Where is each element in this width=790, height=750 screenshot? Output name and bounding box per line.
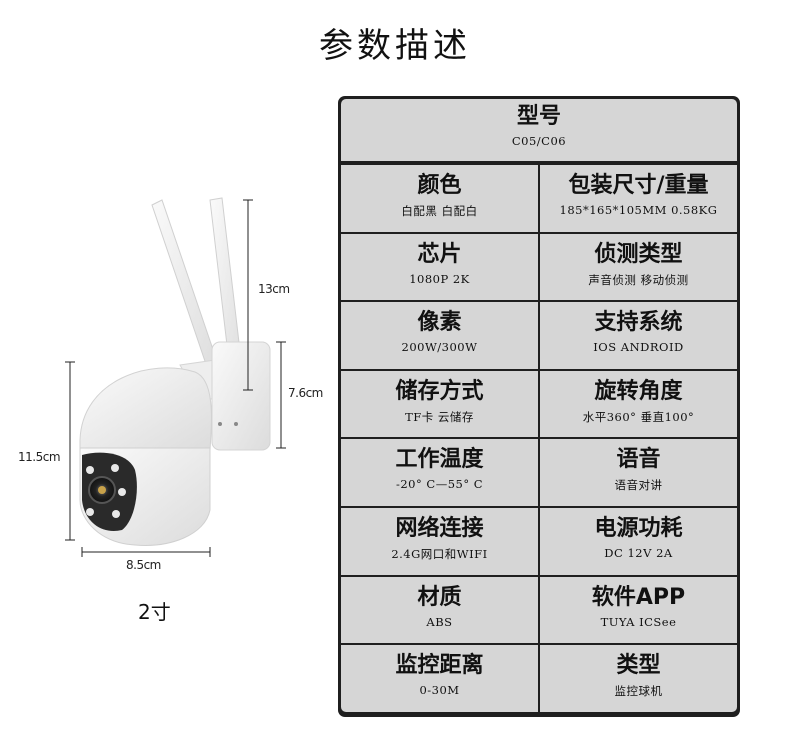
dim-body-height bbox=[65, 361, 75, 541]
spec-cell: 材质 ABS bbox=[341, 576, 538, 644]
spec-label: 旋转角度 bbox=[594, 378, 683, 404]
spec-value: 语音对讲 bbox=[614, 478, 663, 493]
dim-label-body-width: 8.5cm bbox=[126, 558, 161, 572]
spec-value: TUYA ICSee bbox=[600, 614, 677, 629]
spec-value: C05/C06 bbox=[511, 134, 567, 148]
spec-value: IOS ANDROID bbox=[593, 340, 684, 355]
spec-cell: 软件APP TUYA ICSee bbox=[540, 576, 737, 644]
spec-cell-model: 型号 C05/C06 bbox=[341, 99, 737, 161]
dome-top bbox=[79, 367, 212, 451]
spec-value: ABS bbox=[426, 614, 453, 629]
spec-value: 水平360° 垂直100° bbox=[582, 409, 695, 424]
spec-label: 材质 bbox=[417, 584, 462, 610]
dim-body-width bbox=[81, 547, 211, 557]
spec-cell: 颜色白配黑 白配白 bbox=[341, 165, 538, 232]
spec-value: -20° C—55° C bbox=[395, 477, 484, 492]
spec-cell: 类型监控球机 bbox=[540, 645, 737, 712]
spec-value: 1080P 2K bbox=[409, 271, 470, 286]
spec-label: 软件APP bbox=[591, 584, 686, 610]
spec-value: 2.4G网口和WIFI bbox=[391, 547, 488, 561]
dim-label-mount: 7.6cm bbox=[288, 386, 323, 400]
spec-cell: 像素 200W/300W bbox=[341, 302, 538, 369]
page-title: 参数描述 bbox=[319, 26, 471, 66]
spec-cell: 侦测类型声音侦测 移动侦测 bbox=[540, 233, 737, 301]
spec-label: 侦测类型 bbox=[594, 241, 683, 267]
spec-value: 白配黑 白配白 bbox=[401, 204, 478, 218]
spec-label: 监控距离 bbox=[395, 653, 484, 679]
spec-value: 185*165*105MM 0.58KG bbox=[559, 203, 718, 217]
spec-table: 型号 C05/C06 颜色白配黑 白配白 包装尺寸/重量 185*165*105MM… bbox=[338, 96, 740, 717]
spec-label: 类型 bbox=[616, 653, 661, 679]
spec-cell: 支持系统 IOS ANDROID bbox=[540, 302, 737, 369]
spec-value: 200W/300W bbox=[401, 340, 478, 355]
spec-label: 型号 bbox=[516, 104, 561, 129]
dim-mount bbox=[276, 341, 286, 449]
spec-label: 储存方式 bbox=[395, 378, 484, 404]
spec-value: DC 12V 2A bbox=[604, 546, 673, 560]
spec-cell: 网络连接 2.4G网口和WIFI bbox=[341, 508, 538, 575]
size-label: 2寸 bbox=[138, 600, 171, 624]
wall-mount bbox=[211, 341, 271, 451]
spec-cell: 芯片 1080P 2K bbox=[341, 233, 538, 301]
spec-label: 支持系统 bbox=[594, 310, 683, 336]
spec-cell: 包装尺寸/重量 185*165*105MM 0.58KG bbox=[540, 165, 737, 232]
spec-value: TF卡 云储存 bbox=[405, 409, 474, 424]
spec-label: 工作温度 bbox=[395, 447, 484, 473]
spec-cell: 工作温度 -20° C—55° C bbox=[341, 439, 538, 506]
spec-cell: 电源功耗 DC 12V 2A bbox=[540, 508, 737, 575]
spec-label: 电源功耗 bbox=[594, 516, 683, 541]
antenna-left bbox=[151, 199, 221, 377]
spec-cell: 语音语音对讲 bbox=[540, 439, 737, 506]
camera-illustration bbox=[65, 197, 286, 557]
spec-label: 包装尺寸/重量 bbox=[568, 173, 709, 198]
spec-label: 芯片 bbox=[417, 241, 462, 267]
dim-label-antenna: 13cm bbox=[258, 282, 290, 296]
spec-value: 声音侦测 移动侦测 bbox=[588, 272, 689, 287]
spec-label: 像素 bbox=[417, 310, 462, 336]
dim-label-body-height: 11.5cm bbox=[18, 450, 61, 464]
spec-value: 0-30M bbox=[419, 683, 460, 698]
spec-cell: 储存方式 TF卡 云储存 bbox=[341, 370, 538, 438]
spec-value: 监控球机 bbox=[614, 684, 663, 699]
spec-label: 颜色 bbox=[417, 173, 462, 198]
dim-antenna bbox=[243, 199, 253, 391]
spec-cell: 监控距离 0-30M bbox=[341, 645, 538, 712]
spec-label: 语音 bbox=[616, 447, 661, 473]
spec-cell: 旋转角度水平360° 垂直100° bbox=[540, 370, 737, 438]
spec-label: 网络连接 bbox=[395, 516, 484, 541]
